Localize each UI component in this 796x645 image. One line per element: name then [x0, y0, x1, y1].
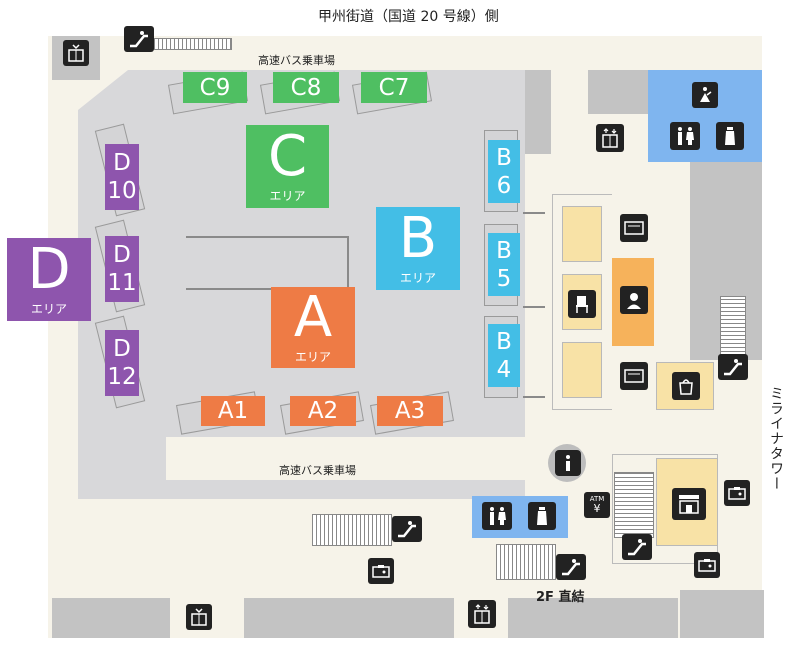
- baby-room-icon: [716, 122, 744, 150]
- bus-stop-label-top: 高速バス乗車場: [258, 54, 335, 67]
- escalator-icon: [392, 516, 422, 542]
- escalator-stairs-bottom-left: [312, 514, 392, 546]
- lane-line-5: [523, 306, 545, 308]
- lane-line-2: [347, 236, 349, 288]
- lane-line-6: [523, 396, 545, 398]
- shop-icon: [672, 372, 700, 400]
- baby-room-icon: [528, 502, 556, 530]
- atm-label: ATM: [589, 495, 605, 503]
- escalator-stairs-top: [154, 38, 232, 50]
- lane-line-1: [186, 236, 349, 238]
- elevator-icon: [63, 40, 89, 66]
- lane-line-4: [523, 212, 545, 214]
- locker-icon: [724, 480, 750, 506]
- locker-icon: [368, 558, 394, 584]
- ticket-icon: [620, 214, 648, 242]
- bottom-white: [48, 638, 796, 645]
- mirai-tower-label: ミライナタワー: [768, 386, 784, 491]
- bus-stop-label-bottom: 高速バス乗車場: [279, 464, 356, 477]
- direct-2f-label: 2F 直結: [536, 590, 585, 605]
- info-icon: [555, 450, 581, 476]
- road-margin: [762, 36, 796, 645]
- restroom-icon: [482, 502, 512, 530]
- bay-c7: C7: [361, 72, 427, 103]
- yen-symbol: ¥: [593, 502, 601, 515]
- bay-a2: A2: [290, 396, 356, 426]
- bottom-wall: [52, 598, 170, 638]
- elevator-icon: [468, 600, 496, 628]
- escalator-icon: [718, 354, 748, 380]
- center-right-pillar: [523, 70, 551, 154]
- bottom-wall-2: [244, 598, 454, 638]
- elevator-icon: [186, 604, 212, 630]
- lane-line-3: [186, 288, 272, 290]
- bay-c9: C9: [183, 72, 247, 103]
- locker-icon: [694, 552, 720, 578]
- escalator-stairs-right: [720, 296, 746, 356]
- top-road-label: 甲州街道（国道 20 号線）側: [318, 9, 499, 25]
- convenience-store-icon: [672, 488, 706, 520]
- escalator-icon: [556, 554, 586, 580]
- escalator-stairs-bottom-center: [496, 544, 556, 580]
- waiting-seat-icon: [568, 290, 596, 318]
- bay-a1: A1: [201, 396, 265, 426]
- bay-a3: A3: [377, 396, 443, 426]
- baby-changing-icon: [692, 82, 718, 108]
- staff-icon: [620, 286, 648, 314]
- bay-c8: C8: [273, 72, 339, 103]
- shop-slot-3: [562, 342, 602, 398]
- top-right-wall: [588, 70, 648, 114]
- bottom-wall-4: [680, 590, 764, 638]
- bus-plaza-bottom-lane: [78, 480, 525, 499]
- elevator-icon: [596, 124, 624, 152]
- escalator-icon: [124, 26, 154, 52]
- escalator-icon: [622, 534, 652, 560]
- ticket-icon: [620, 362, 648, 390]
- restroom-icon: [670, 122, 700, 150]
- atm-icon: ATM ¥: [584, 492, 610, 518]
- bottom-wall-3: [508, 598, 678, 638]
- shop-slot-1: [562, 206, 602, 262]
- escalator-stairs-bottom-right: [614, 472, 654, 538]
